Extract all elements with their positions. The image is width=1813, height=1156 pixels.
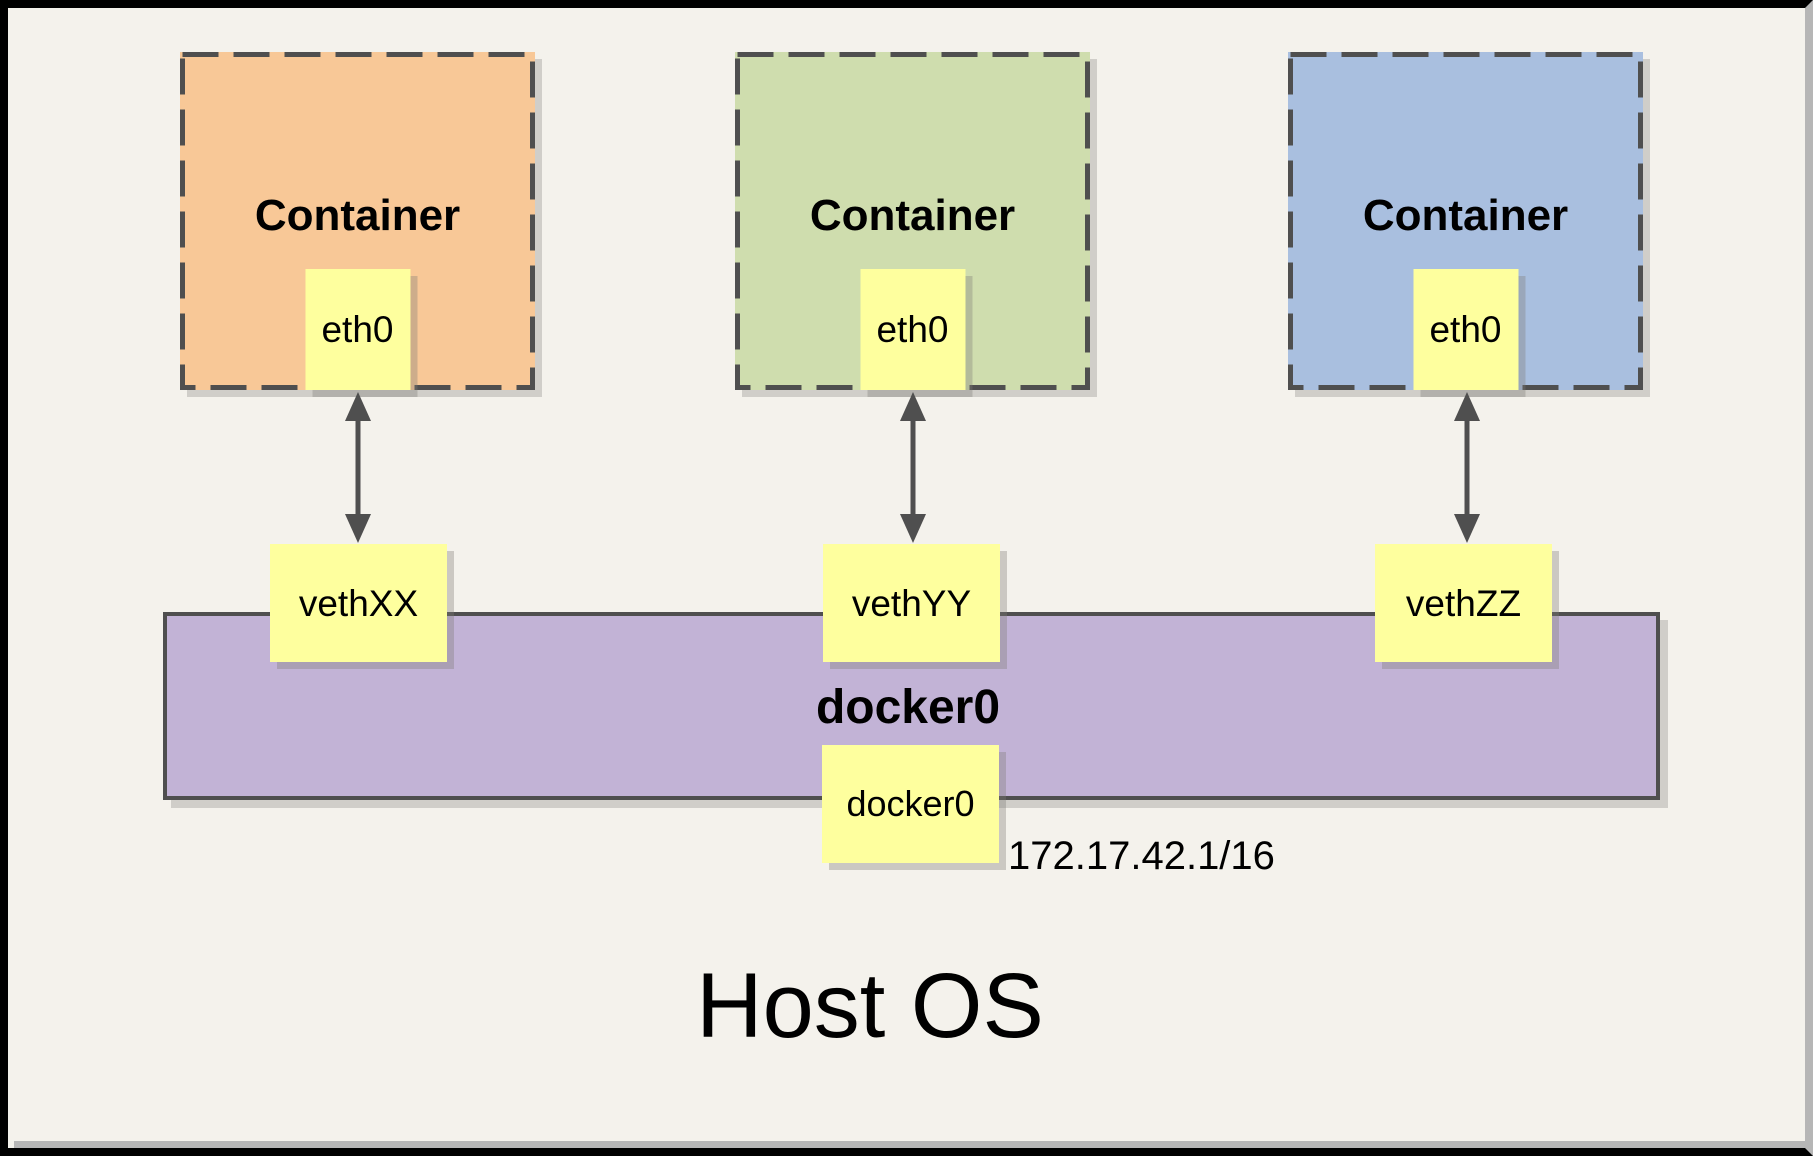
dashed-border	[180, 52, 535, 390]
page-shadow	[14, 1141, 1805, 1148]
vethyy-label: vethYY	[851, 582, 972, 624]
eth0-label: eth0	[321, 309, 394, 350]
eth0-interface-box: eth0	[860, 269, 965, 390]
container-title: Container	[809, 191, 1016, 240]
dashed-border	[1288, 52, 1643, 390]
vethxx-box: vethXX	[270, 544, 447, 662]
eth0-label: eth0	[876, 309, 949, 350]
eth0-interface-box: eth0	[1413, 269, 1518, 390]
container-box-3: Container eth0	[1288, 52, 1643, 390]
veth-connection-arrow-icon	[900, 392, 926, 543]
vethyy-box: vethYY	[823, 544, 1000, 662]
container-title: Container	[254, 191, 461, 240]
docker0-bridge-label: docker0	[815, 681, 1001, 734]
host-os-label: Host OS	[696, 955, 1044, 1057]
container-box-1: Container eth0	[180, 52, 535, 390]
container-title: Container	[1362, 191, 1569, 240]
veth-connection-arrow-icon	[345, 392, 371, 543]
vethzz-label: vethZZ	[1405, 582, 1522, 624]
container-box-2: Container eth0	[735, 52, 1090, 390]
vethzz-box: vethZZ	[1375, 544, 1552, 662]
docker0-interface-label: docker0	[846, 783, 975, 824]
docker0-interface-box: docker0	[822, 745, 999, 863]
dashed-border	[735, 52, 1090, 390]
bridge-ip-label: 172.17.42.1/16	[1008, 834, 1275, 878]
eth0-label: eth0	[1429, 309, 1502, 350]
eth0-interface-box: eth0	[305, 269, 410, 390]
veth-connection-arrow-icon	[1454, 392, 1480, 543]
vethxx-label: vethXX	[298, 582, 419, 624]
